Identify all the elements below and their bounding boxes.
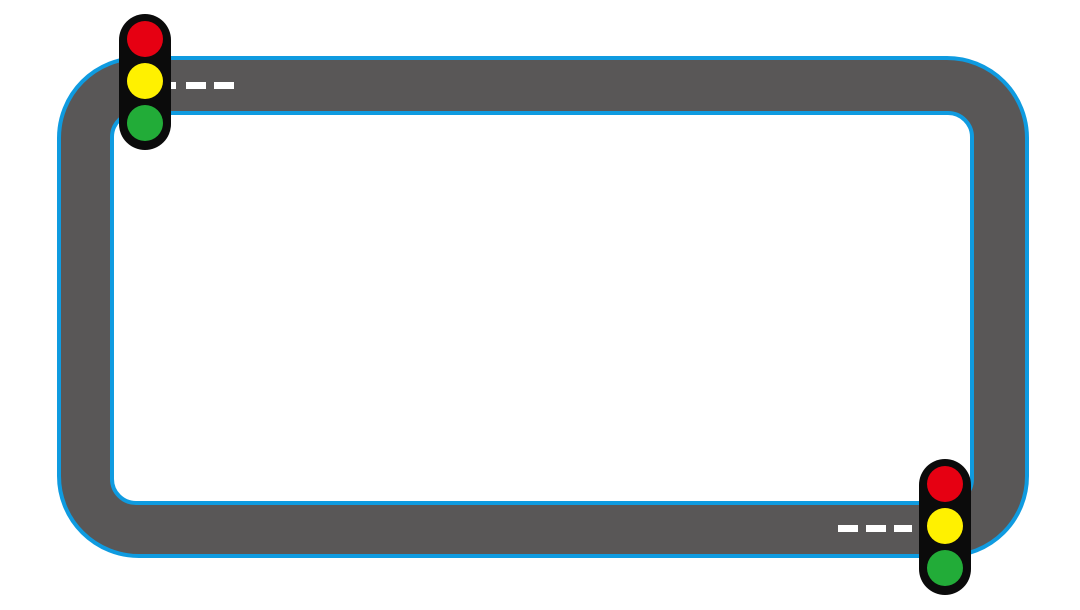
lane-dash [214, 82, 234, 89]
lane-dash [838, 525, 858, 532]
green-lamp-icon [127, 105, 163, 141]
lane-dash [894, 525, 912, 532]
traffic-light-icon [919, 459, 971, 595]
traffic-light-icon [119, 14, 171, 150]
red-lamp-icon [127, 21, 163, 57]
lane-dash [866, 525, 886, 532]
yellow-lamp-icon [927, 508, 963, 544]
red-lamp-icon [927, 466, 963, 502]
road-loop-inner-field [110, 111, 974, 505]
yellow-lamp-icon [127, 63, 163, 99]
green-lamp-icon [927, 550, 963, 586]
lane-dash [186, 82, 206, 89]
